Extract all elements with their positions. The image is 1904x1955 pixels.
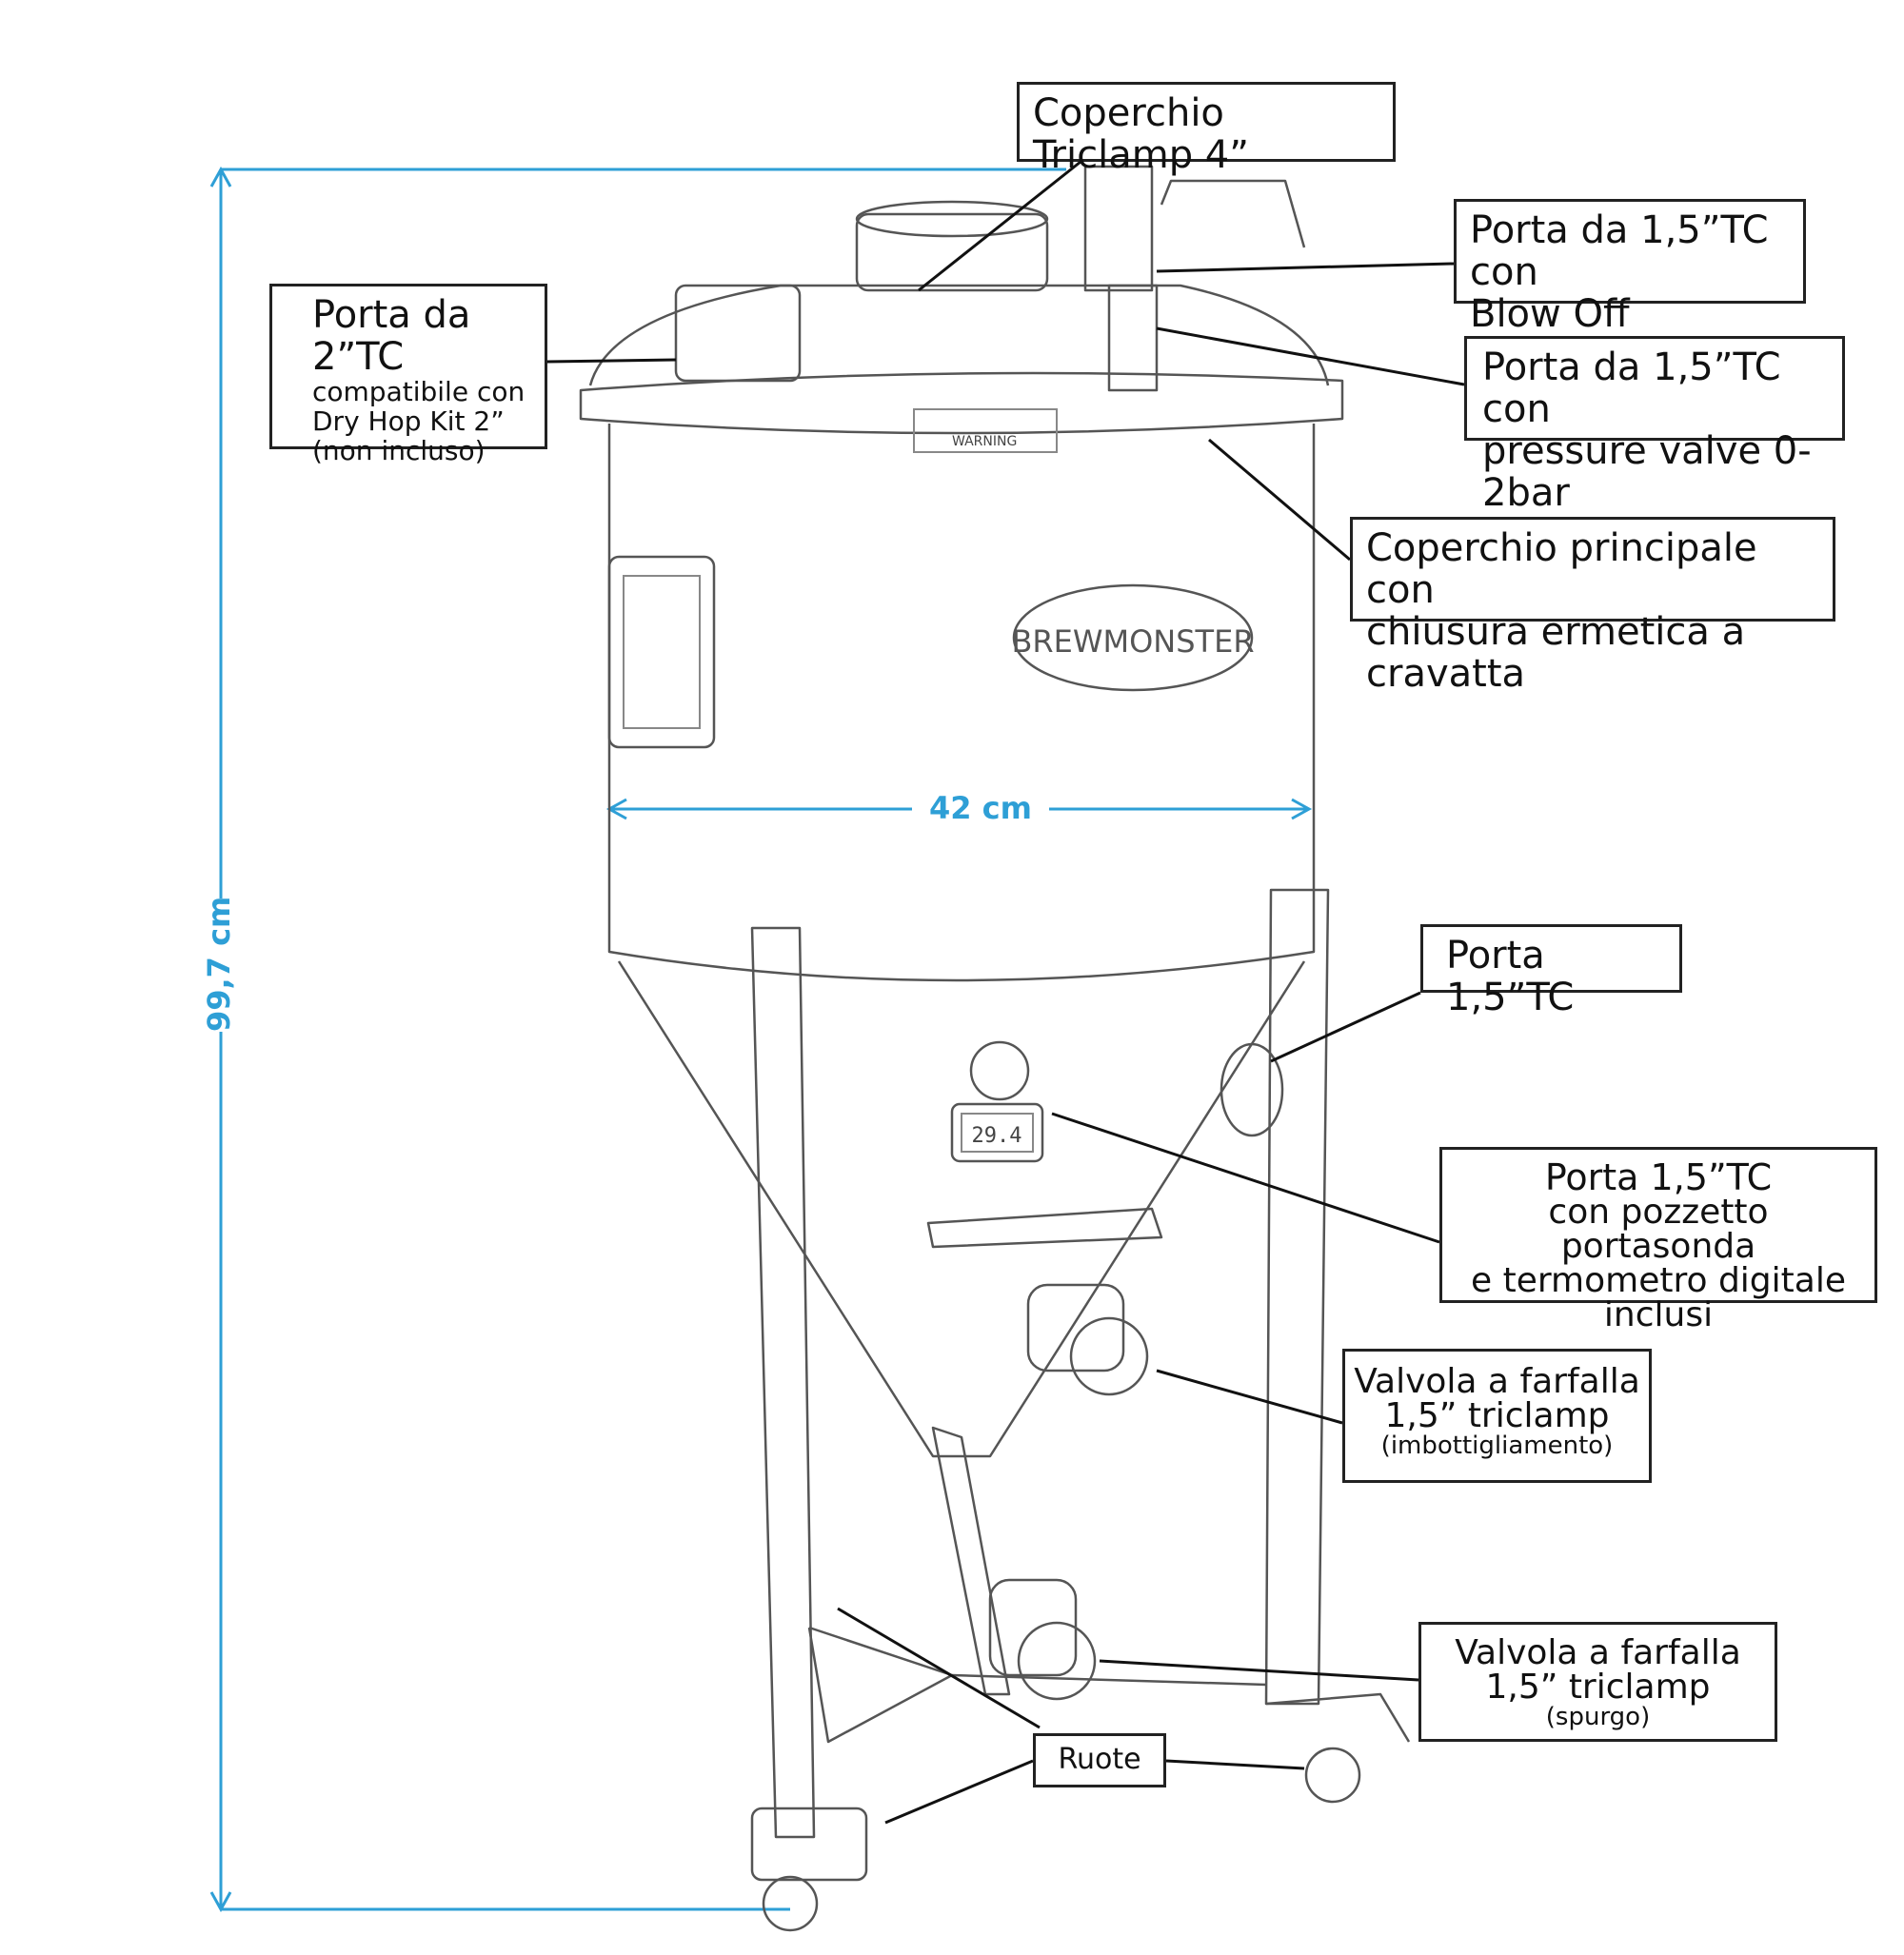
callout-blowoff-port: Porta da 1,5”TC con Blow Off: [1454, 199, 1806, 335]
callout-pressure-valve-port: Porta da 1,5”TC con pressure valve 0-2ba…: [1464, 336, 1845, 514]
height-dimension: [209, 166, 1066, 1913]
leader-lines: [546, 160, 1465, 1825]
callout-probe-port: Porta 1,5”TC con pozzetto portasonda e t…: [1439, 1147, 1877, 1333]
callout-bottling-valve: Valvola a farfalla 1,5” triclamp (imbott…: [1342, 1349, 1652, 1483]
callout-wheels: Ruote: [1033, 1733, 1166, 1787]
callout-lid-triclamp: Coperchio Triclamp 4”: [1017, 82, 1396, 176]
callout-port-15: Porta 1,5”TC: [1420, 924, 1682, 1018]
callout-main-lid: Coperchio principale con chiusura ermeti…: [1350, 517, 1835, 695]
height-dimension-label: 99,7 cm: [201, 896, 237, 1032]
warning-label: WARNING: [952, 434, 1017, 449]
brand-logo-text: BREWMONSTER: [1011, 623, 1254, 660]
thermometer-display: 29.4: [972, 1124, 1022, 1148]
width-dimension-label: 42 cm: [912, 790, 1049, 826]
callout-dry-hop-port: Porta da 2”TC compatibile con Dry Hop Ki…: [269, 284, 547, 464]
fermenter-sketch: BREWMONSTER WARNING 29.4: [579, 165, 1411, 1932]
callout-purge-valve: Valvola a farfalla 1,5” triclamp (spurgo…: [1418, 1622, 1777, 1742]
